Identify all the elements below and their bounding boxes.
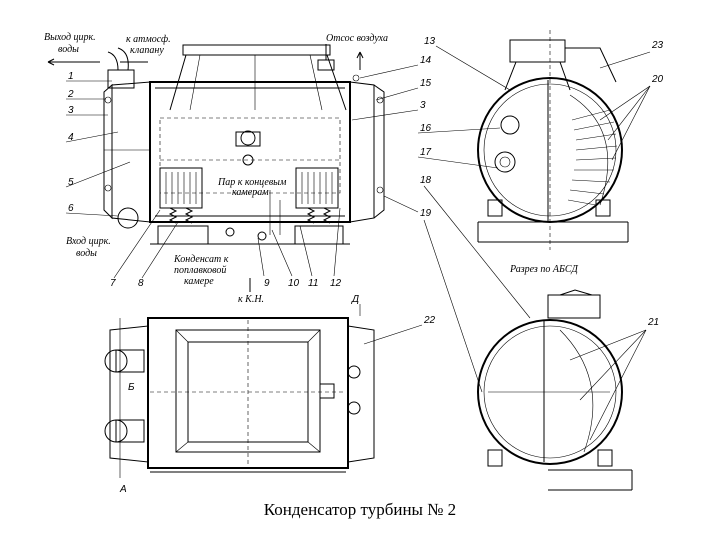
label-to-kn: к К.Н.	[238, 294, 264, 305]
callout-11: 11	[308, 278, 318, 289]
callout-15: 15	[420, 78, 432, 89]
side-view	[477, 30, 629, 250]
callout-9: 9	[264, 278, 270, 289]
front-right-callouts: 14 15 3 16 17 18 19	[351, 55, 531, 393]
label-water-out-2: воды	[58, 44, 79, 55]
mark-b: Б	[128, 382, 135, 393]
callout-16: 16	[420, 123, 432, 134]
callout-4: 4	[68, 132, 74, 143]
label-atm-valve-2: клапану	[130, 45, 164, 56]
tube-hatching	[567, 109, 618, 206]
callout-17: 17	[420, 147, 432, 158]
label-atm-valve-1: к атмосф.	[126, 34, 171, 45]
callout-1: 1	[68, 71, 74, 82]
label-condensate-1: Конденсат к	[173, 254, 229, 265]
section-view	[477, 289, 633, 491]
front-left-callouts: 1 2 3 4 5 6	[65, 71, 131, 217]
label-section-abcd: Разрез по АБСД	[509, 264, 579, 275]
bolts-front	[104, 74, 384, 194]
callout-3: 3	[68, 105, 74, 116]
front-view	[103, 44, 385, 245]
label-air-suction: Отсос воздуха	[326, 33, 388, 44]
arrow-air	[356, 51, 364, 70]
label-condensate-2: поплавковой	[174, 265, 226, 276]
callout-12: 12	[330, 278, 342, 289]
callout-8: 8	[138, 278, 144, 289]
callout-23: 23	[651, 40, 664, 51]
label-water-out-1: Выход цирк.	[44, 32, 96, 43]
callout-3-right: 3	[420, 100, 426, 111]
arrow-water-out	[47, 58, 100, 66]
label-steam-seals-2: камерам	[232, 187, 269, 198]
label-water-in-2: воды	[76, 248, 97, 259]
callout-10: 10	[288, 278, 300, 289]
front-bottom-callouts: 7 8 9 10 11 12	[110, 207, 342, 289]
callout-6: 6	[68, 203, 74, 214]
label-condensate-3: камере	[184, 276, 214, 287]
callout-13: 13	[424, 36, 436, 47]
callout-2: 2	[67, 89, 74, 100]
mark-a: А	[119, 484, 127, 495]
label-water-in-1: Вход цирк.	[66, 236, 111, 247]
callout-21: 21	[647, 317, 659, 328]
callout-22: 22	[423, 315, 436, 326]
mark-d: Д	[351, 294, 359, 305]
callout-5: 5	[68, 177, 74, 188]
plan-view	[104, 304, 375, 478]
callout-20: 20	[651, 74, 664, 85]
callout-7: 7	[110, 278, 116, 289]
label-steam-seals-1: Пар к концевым	[217, 177, 287, 188]
callout-19: 19	[420, 208, 432, 219]
figure-caption: Конденсатор турбины № 2	[263, 500, 457, 519]
callout-14: 14	[420, 55, 432, 66]
callout-18: 18	[420, 175, 432, 186]
